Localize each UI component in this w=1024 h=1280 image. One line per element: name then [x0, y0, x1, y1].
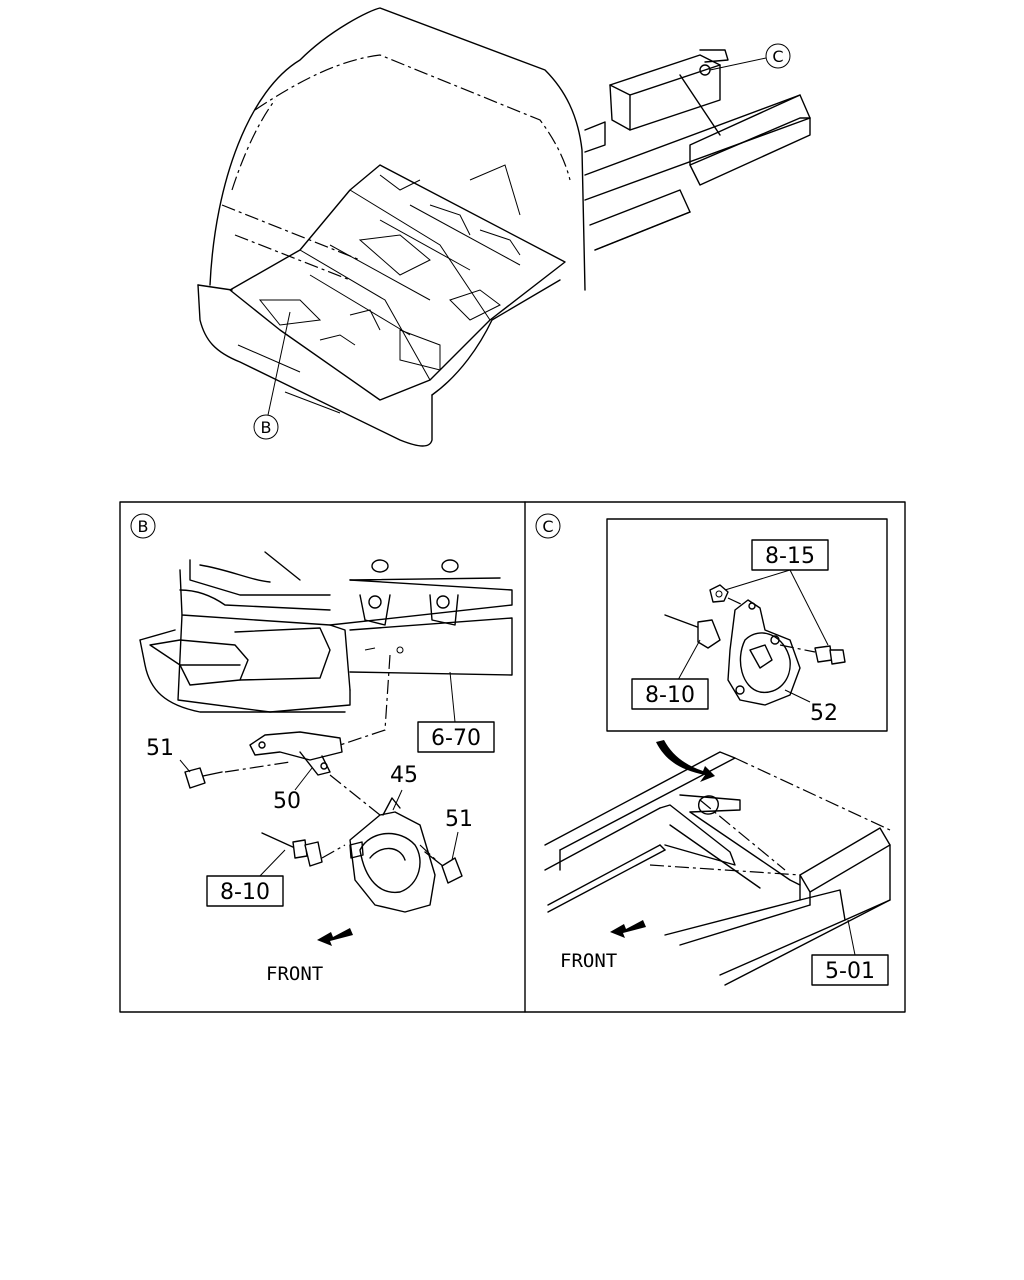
part-45-label: 45 [390, 763, 418, 788]
ref-8-10-b-label: 8-10 [206, 875, 284, 907]
sensor-8-10-b [261, 832, 346, 867]
leader-mount-hole [339, 654, 391, 746]
leader-5-01 [847, 919, 856, 956]
cab-overview-illustration [197, 7, 811, 447]
front-label-c: FRONT [560, 950, 617, 972]
part-51-right-label: 51 [445, 807, 473, 832]
svg-text:C: C [772, 47, 783, 66]
sensor-8-10-c [664, 614, 721, 649]
bolt-51-right [424, 851, 463, 884]
horn-52 [727, 599, 801, 706]
callout-b-panel: B [130, 513, 156, 539]
svg-text:B: B [261, 418, 272, 437]
svg-text:C: C [542, 517, 553, 536]
detail-panels-frame [119, 501, 906, 1013]
part-50-label: 50 [273, 789, 301, 814]
leader-51-left [179, 759, 191, 773]
leader-50 [294, 767, 313, 791]
detail-pointer-arrow-icon [656, 740, 715, 782]
dash-45-51 [419, 844, 439, 863]
callout-c-panel: C [535, 513, 561, 539]
part-52-label: 52 [810, 701, 838, 726]
svg-text:5-01: 5-01 [825, 959, 875, 984]
bolt-51-left [184, 767, 223, 789]
part-51-left-label: 51 [146, 736, 174, 761]
leader-8-10-c [677, 639, 701, 681]
ref-5-01-label: 5-01 [811, 954, 889, 986]
callout-b-top: B [253, 414, 279, 440]
dash-horn-bolt [779, 644, 816, 653]
leader-8-15-nut [724, 569, 791, 591]
bracket-50 [249, 731, 343, 776]
leader-45 [392, 789, 403, 811]
leader-8-15-bolt [789, 569, 829, 646]
ref-8-15-label: 8-15 [751, 539, 829, 571]
ref-6-70-label: 6-70 [417, 721, 495, 753]
bumper-frame-illustration [139, 551, 513, 713]
chassis-frame-illustration [544, 751, 891, 986]
leader-51-right [451, 831, 459, 861]
panel-c: C 8-15 8-10 [535, 513, 891, 986]
panel-b: B [130, 513, 513, 985]
front-label-b: FRONT [266, 963, 323, 985]
front-arrow-b-icon [317, 928, 353, 946]
svg-text:B: B [138, 517, 149, 536]
leader-52 [784, 689, 811, 703]
svg-text:8-15: 8-15 [765, 544, 815, 569]
front-arrow-c-icon [610, 920, 646, 938]
callout-c-top: C [765, 43, 791, 69]
leader-b-top [267, 311, 291, 416]
leader-8-10-b [257, 849, 286, 879]
svg-text:8-10: 8-10 [645, 683, 695, 708]
svg-text:8-10: 8-10 [220, 880, 270, 905]
dash-50-45 [329, 774, 381, 816]
leader-6-70 [449, 671, 456, 723]
horn-45 [349, 797, 436, 913]
bolt-8-15 [814, 645, 846, 665]
inset-detail-box [606, 518, 888, 732]
nut-8-15 [709, 584, 729, 603]
dash-nut [727, 597, 746, 607]
ref-8-10-c-label: 8-10 [631, 678, 709, 710]
dash-51-left [224, 761, 291, 773]
svg-text:6-70: 6-70 [431, 726, 481, 751]
leader-c-top [709, 57, 767, 71]
